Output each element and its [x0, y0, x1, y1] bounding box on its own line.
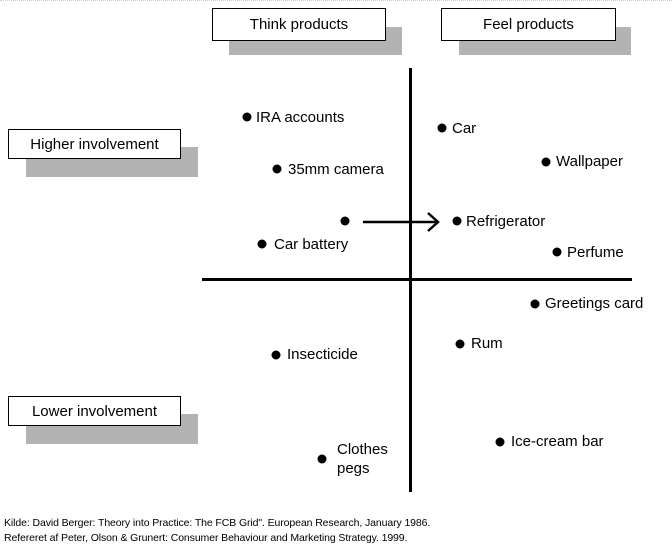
point-car: [437, 123, 447, 133]
point-insecticide: [271, 350, 281, 360]
point-camera: [272, 164, 282, 174]
point-car-battery: [257, 239, 267, 249]
label-rum: Rum: [471, 335, 503, 352]
label-icecream: Ice-cream bar: [511, 433, 604, 450]
point-refrigerator-origin: [340, 216, 350, 226]
feel-products-header: Feel products: [441, 8, 616, 41]
point-wallpaper: [541, 157, 551, 167]
point-refrigerator: [452, 216, 462, 226]
arrow-icon: [363, 212, 440, 232]
think-products-header: Think products: [212, 8, 386, 41]
label-car: Car: [452, 120, 477, 137]
label-insecticide: Insecticide: [287, 346, 358, 363]
top-dotted-border: [0, 0, 672, 1]
point-perfume: [552, 247, 562, 257]
label-ira: IRA accounts: [256, 109, 345, 126]
label-wallpaper: Wallpaper: [556, 153, 623, 170]
lower-involvement-header: Lower involvement: [8, 396, 181, 426]
point-rum: [455, 339, 465, 349]
label-camera: 35mm camera: [288, 161, 384, 178]
higher-involvement-header: Higher involvement: [8, 129, 181, 159]
point-greetings: [530, 299, 540, 309]
point-clothes-pegs: [317, 454, 327, 464]
label-perfume: Perfume: [567, 244, 624, 261]
label-clothes-pegs-1: Clothes: [337, 441, 388, 458]
label-greetings: Greetings card: [545, 295, 644, 312]
point-icecream: [495, 437, 505, 447]
label-clothes-pegs-2: pegs: [337, 460, 370, 477]
reference-citation: Refereret af Peter, Olson & Grunert: Con…: [4, 532, 408, 544]
source-citation: Kilde: David Berger: Theory into Practic…: [4, 517, 431, 529]
point-ira: [242, 112, 252, 122]
label-car-battery: Car battery: [274, 236, 349, 253]
label-refrigerator: Refrigerator: [466, 213, 546, 230]
horizontal-axis: [202, 278, 632, 281]
